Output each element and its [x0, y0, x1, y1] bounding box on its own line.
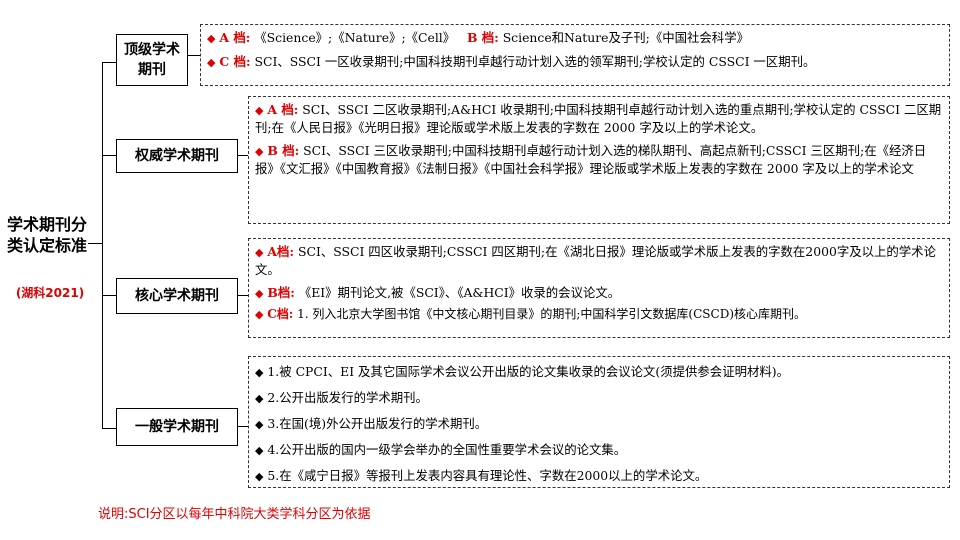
connector-top: [187, 55, 200, 56]
diamond-icon: ◆: [255, 104, 264, 117]
grade-label: C 档: [219, 54, 246, 69]
diamond-icon: ◆: [207, 56, 216, 69]
diamond-icon: ◆: [255, 246, 264, 259]
details-top: ◆ A 档: 《Science》;《Nature》;《Cell》 B 档: Sc…: [200, 24, 950, 86]
grade-label: A档: [267, 244, 290, 259]
connector-authority: [237, 155, 248, 156]
connector-general: [237, 426, 248, 427]
list-item-text: 5.在《咸宁日报》等报刊上发表内容具有理论性、字数在2000以上的学术论文。: [267, 468, 708, 483]
diamond-icon: ◆: [255, 145, 264, 158]
diamond-icon: ◆: [255, 444, 264, 457]
list-item: ◆ 4.公开出版的国内一级学会举办的全国性重要学术会议的论文集。: [255, 441, 943, 459]
root-subtitle: (湖科2021): [15, 286, 85, 300]
category-top: 顶级学术期刊: [116, 34, 188, 86]
grade-label: A 档: [267, 102, 294, 117]
diamond-icon: ◆: [255, 287, 264, 300]
branch-3: [102, 295, 116, 296]
grade-text: SCI、SSCI 四区收录期刊;CSSCI 四区期刊;在《湖北日报》理论版或学术…: [255, 244, 936, 277]
list-item: ◆ 3.在国(境)外公开出版发行的学术期刊。: [255, 415, 943, 433]
grade-text: SCI、SSCI 三区收录期刊;中国科技期刊卓越行动计划入选的梯队期刊、高起点新…: [255, 143, 927, 176]
list-item: ◆ 2.公开出版发行的学术期刊。: [255, 389, 943, 407]
list-item: ◆ 1.被 CPCI、EI 及其它国际学术会议公开出版的论文集收录的会议论文(须…: [255, 363, 943, 381]
grade-text: SCI、SSCI 一区收录期刊;中国科技期刊卓越行动计划入选的领军期刊;学校认定…: [254, 54, 816, 69]
category-label: 顶级学术期刊: [124, 42, 180, 78]
details-core: ◆ A档: SCI、SSCI 四区收录期刊;CSSCI 四区期刊;在《湖北日报》…: [248, 238, 950, 338]
grade-text: 1. 列入北京大学图书馆《中文核心期刊目录》的期刊;中国科学引文数据库(CSCD…: [297, 307, 807, 321]
category-authority: 权威学术期刊: [116, 139, 238, 173]
branch-1: [102, 62, 116, 63]
grade-row: ◆ B档: 《EI》期刊论文,被《SCI》、《A&HCI》收录的会议论文。: [255, 285, 621, 300]
grade-label: B 档: [267, 143, 295, 158]
grade-label: B 档: [466, 30, 495, 45]
diamond-icon: ◆: [255, 418, 264, 431]
connector-core: [237, 295, 248, 296]
tree-trunk: [102, 62, 103, 428]
category-label: 核心学术期刊: [135, 288, 219, 304]
diamond-icon: ◆: [255, 366, 264, 379]
grade-row: ◆ A档: SCI、SSCI 四区收录期刊;CSSCI 四区期刊;在《湖北日报》…: [255, 244, 936, 277]
grade-row: ◆ C档: 1. 列入北京大学图书馆《中文核心期刊目录》的期刊;中国科学引文数据…: [255, 307, 807, 321]
grade-label: A 档: [219, 30, 246, 45]
details-general: ◆ 1.被 CPCI、EI 及其它国际学术会议公开出版的论文集收录的会议论文(须…: [248, 356, 950, 488]
branch-4: [102, 428, 116, 429]
grade-text: Science和Nature及子刊;《中国社会科学》: [502, 30, 749, 45]
diamond-icon: ◆: [255, 470, 264, 483]
grade-row: ◆ B 档: SCI、SSCI 三区收录期刊;中国科技期刊卓越行动计划入选的梯队…: [255, 143, 927, 176]
list-item-text: 1.被 CPCI、EI 及其它国际学术会议公开出版的论文集收录的会议论文(须提供…: [267, 364, 789, 379]
root-connector: [88, 243, 102, 244]
list-item-text: 3.在国(境)外公开出版发行的学术期刊。: [267, 416, 488, 431]
diamond-icon: ◆: [255, 392, 264, 405]
list-item: ◆ 5.在《咸宁日报》等报刊上发表内容具有理论性、字数在2000以上的学术论文。: [255, 467, 943, 485]
category-label: 一般学术期刊: [135, 419, 219, 435]
category-core: 核心学术期刊: [116, 278, 238, 314]
grade-label: C档: [267, 307, 289, 321]
grade-text: 《Science》;《Nature》;《Cell》: [254, 30, 456, 45]
grade-row: ◆ C 档: SCI、SSCI 一区收录期刊;中国科技期刊卓越行动计划入选的领军…: [207, 54, 816, 69]
category-label: 权威学术期刊: [135, 148, 219, 164]
details-authority: ◆ A 档: SCI、SSCI 二区收录期刊;A&HCI 收录期刊;中国科技期刊…: [248, 96, 950, 224]
grade-row: ◆ A 档: SCI、SSCI 二区收录期刊;A&HCI 收录期刊;中国科技期刊…: [255, 102, 942, 135]
diamond-icon: ◆: [255, 308, 264, 321]
grade-label: B档: [267, 285, 291, 300]
category-general: 一般学术期刊: [116, 408, 238, 446]
grade-text: SCI、SSCI 二区收录期刊;A&HCI 收录期刊;中国科技期刊卓越行动计划入…: [255, 102, 942, 135]
diamond-icon: ◆: [207, 32, 216, 45]
grade-text: 《EI》期刊论文,被《SCI》、《A&HCI》收录的会议论文。: [298, 285, 621, 300]
grade-row: ◆ A 档: 《Science》;《Nature》;《Cell》 B 档: Sc…: [207, 30, 749, 45]
branch-2: [102, 155, 116, 156]
root-title: 学术期刊分类认定标准: [6, 215, 87, 255]
footnote: 说明:SCI分区以每年中科院大类学科分区为依据: [98, 507, 371, 522]
list-item-text: 2.公开出版发行的学术期刊。: [267, 390, 428, 405]
list-item-text: 4.公开出版的国内一级学会举办的全国性重要学术会议的论文集。: [267, 442, 627, 457]
